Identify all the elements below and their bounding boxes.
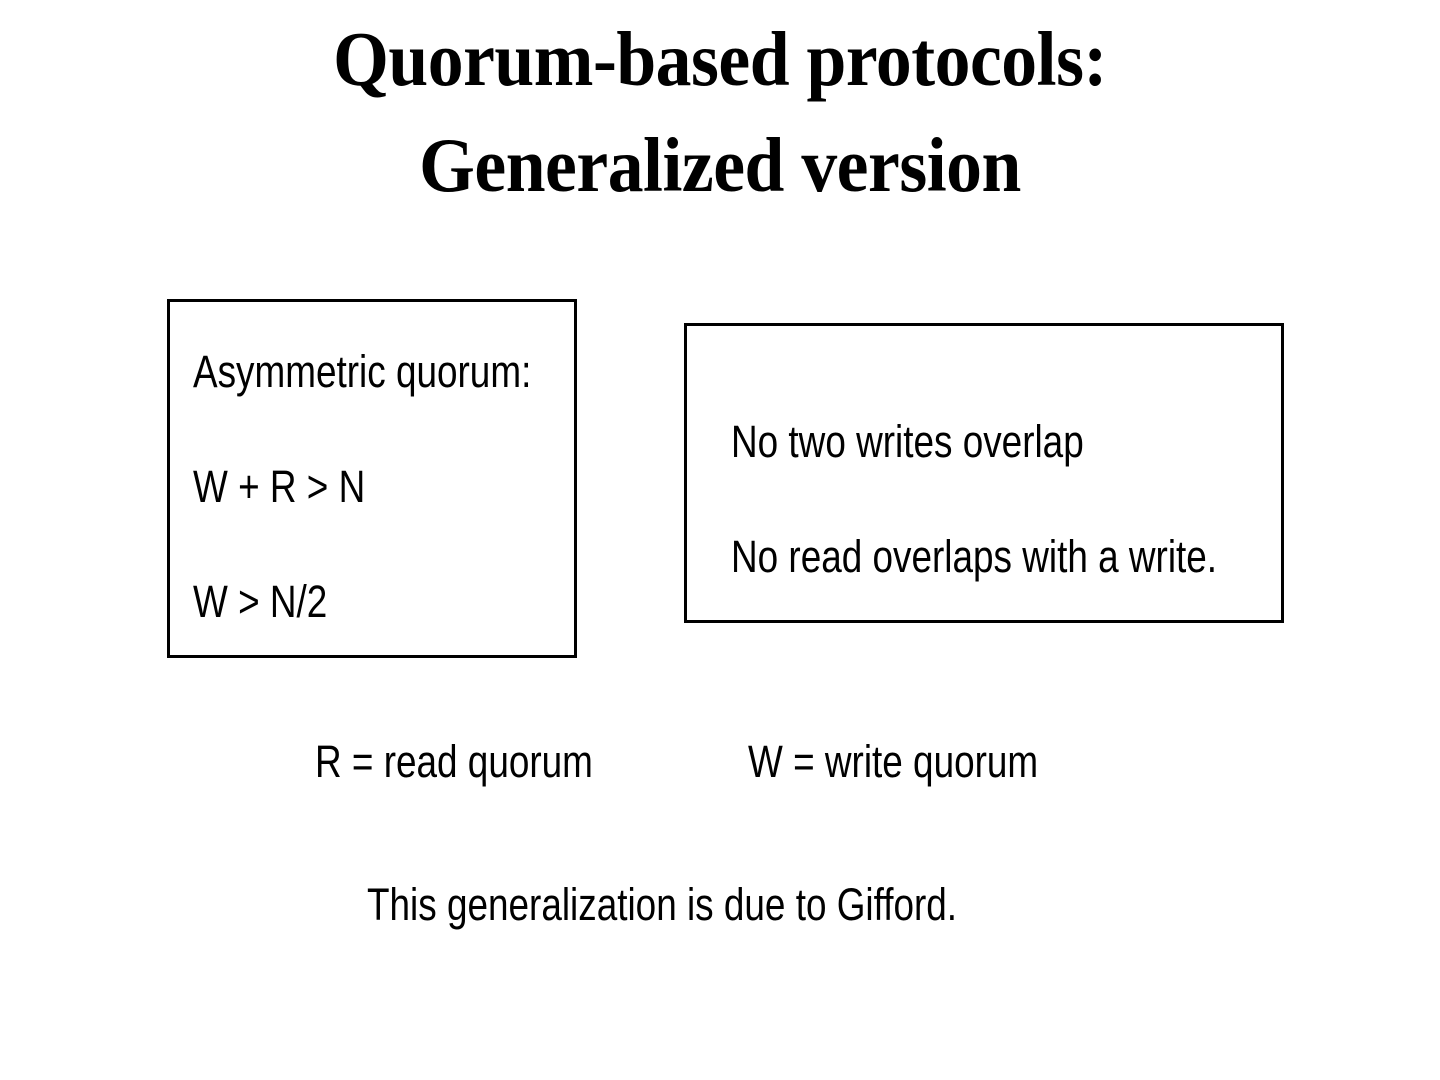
- quorum-condition-w-gt-half-n: W > N/2: [193, 576, 328, 627]
- page-title: Quorum-based protocols: Generalized vers…: [0, 6, 1440, 218]
- attribution-text: This generalization is due to Gifford.: [367, 879, 958, 930]
- legend-read-quorum: R = read quorum: [315, 736, 593, 787]
- no-read-overlaps-write-text: No read overlaps with a write.: [731, 531, 1218, 582]
- no-two-writes-overlap-text: No two writes overlap: [731, 416, 1084, 467]
- title-line-1: Quorum-based protocols:: [333, 16, 1107, 102]
- asymmetric-quorum-box: [167, 299, 577, 658]
- overlap-properties-box: [684, 323, 1284, 623]
- asymmetric-quorum-heading: Asymmetric quorum:: [193, 346, 532, 397]
- quorum-condition-w-plus-r: W + R > N: [193, 461, 366, 512]
- title-line-2: Generalized version: [419, 122, 1021, 208]
- legend-write-quorum: W = write quorum: [748, 736, 1039, 787]
